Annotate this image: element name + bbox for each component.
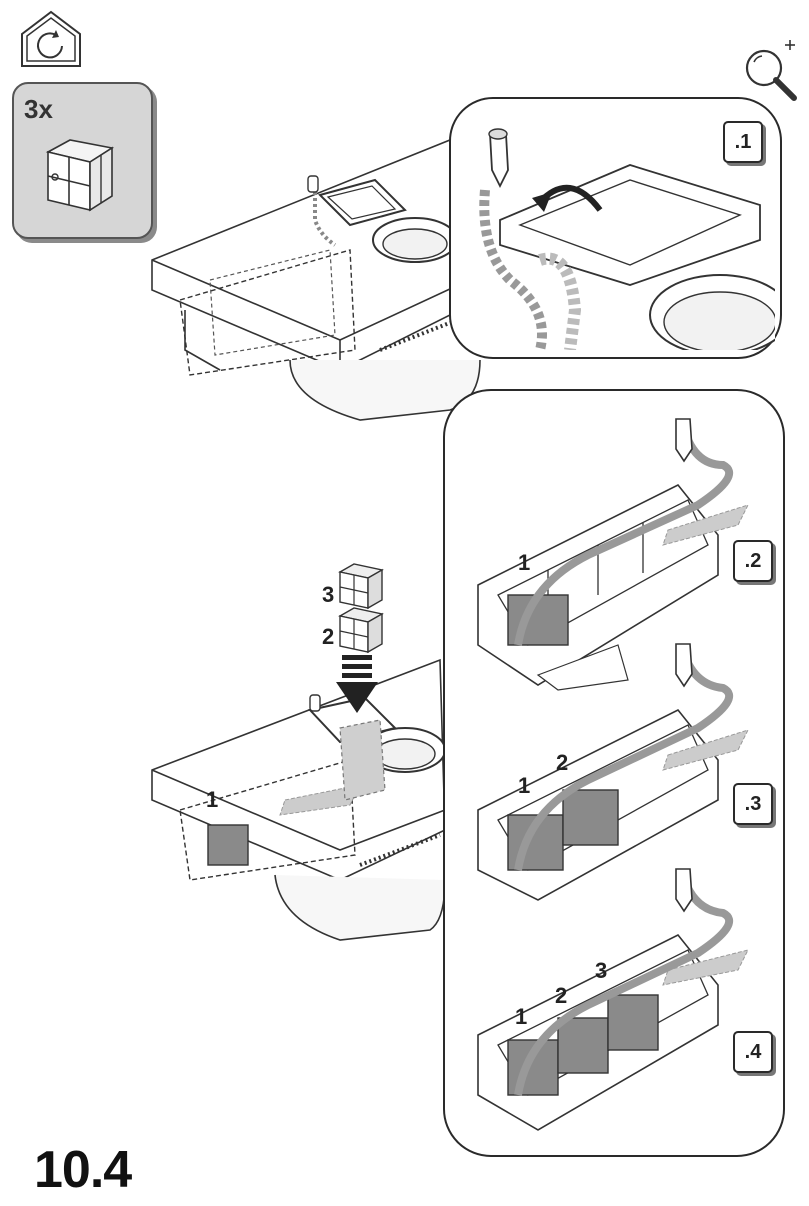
callout-filter-3: 3 [322,582,335,607]
step4-callout-3: 3 [595,958,608,983]
filter-pack-icon [40,132,120,216]
cassette-illustration-step-2 [468,405,758,695]
callout-filter-2: 2 [322,624,335,649]
insert-arrow-icon [334,655,380,717]
quantity-label: 3x [24,94,53,124]
step-badge-3: .3 [733,783,773,825]
step4-callout-2: 2 [555,983,568,1008]
detail-illustration-step-1 [460,110,775,350]
hob-illustration-top [150,100,510,430]
step3-callout-2: 2 [556,750,569,775]
step2-callout-1: 1 [518,550,531,575]
step4-callout-1: 1 [515,1004,528,1029]
step-badge-2: .2 [733,540,773,582]
step3-callout-1: 1 [518,773,531,798]
section-number: 10.4 [34,1141,132,1199]
house-rotate-icon [18,8,84,70]
zoom-icon [740,36,800,102]
step-badge-4: .4 [733,1031,773,1073]
hob-illustration-bottom [150,650,450,950]
filter-stack-illustration [336,560,386,710]
callout-filter-1-installed: 1 [206,787,219,812]
step-badge-1: .1 [723,121,763,163]
cassette-illustration-step-3 [468,630,758,910]
cassette-illustration-step-4 [468,855,758,1140]
